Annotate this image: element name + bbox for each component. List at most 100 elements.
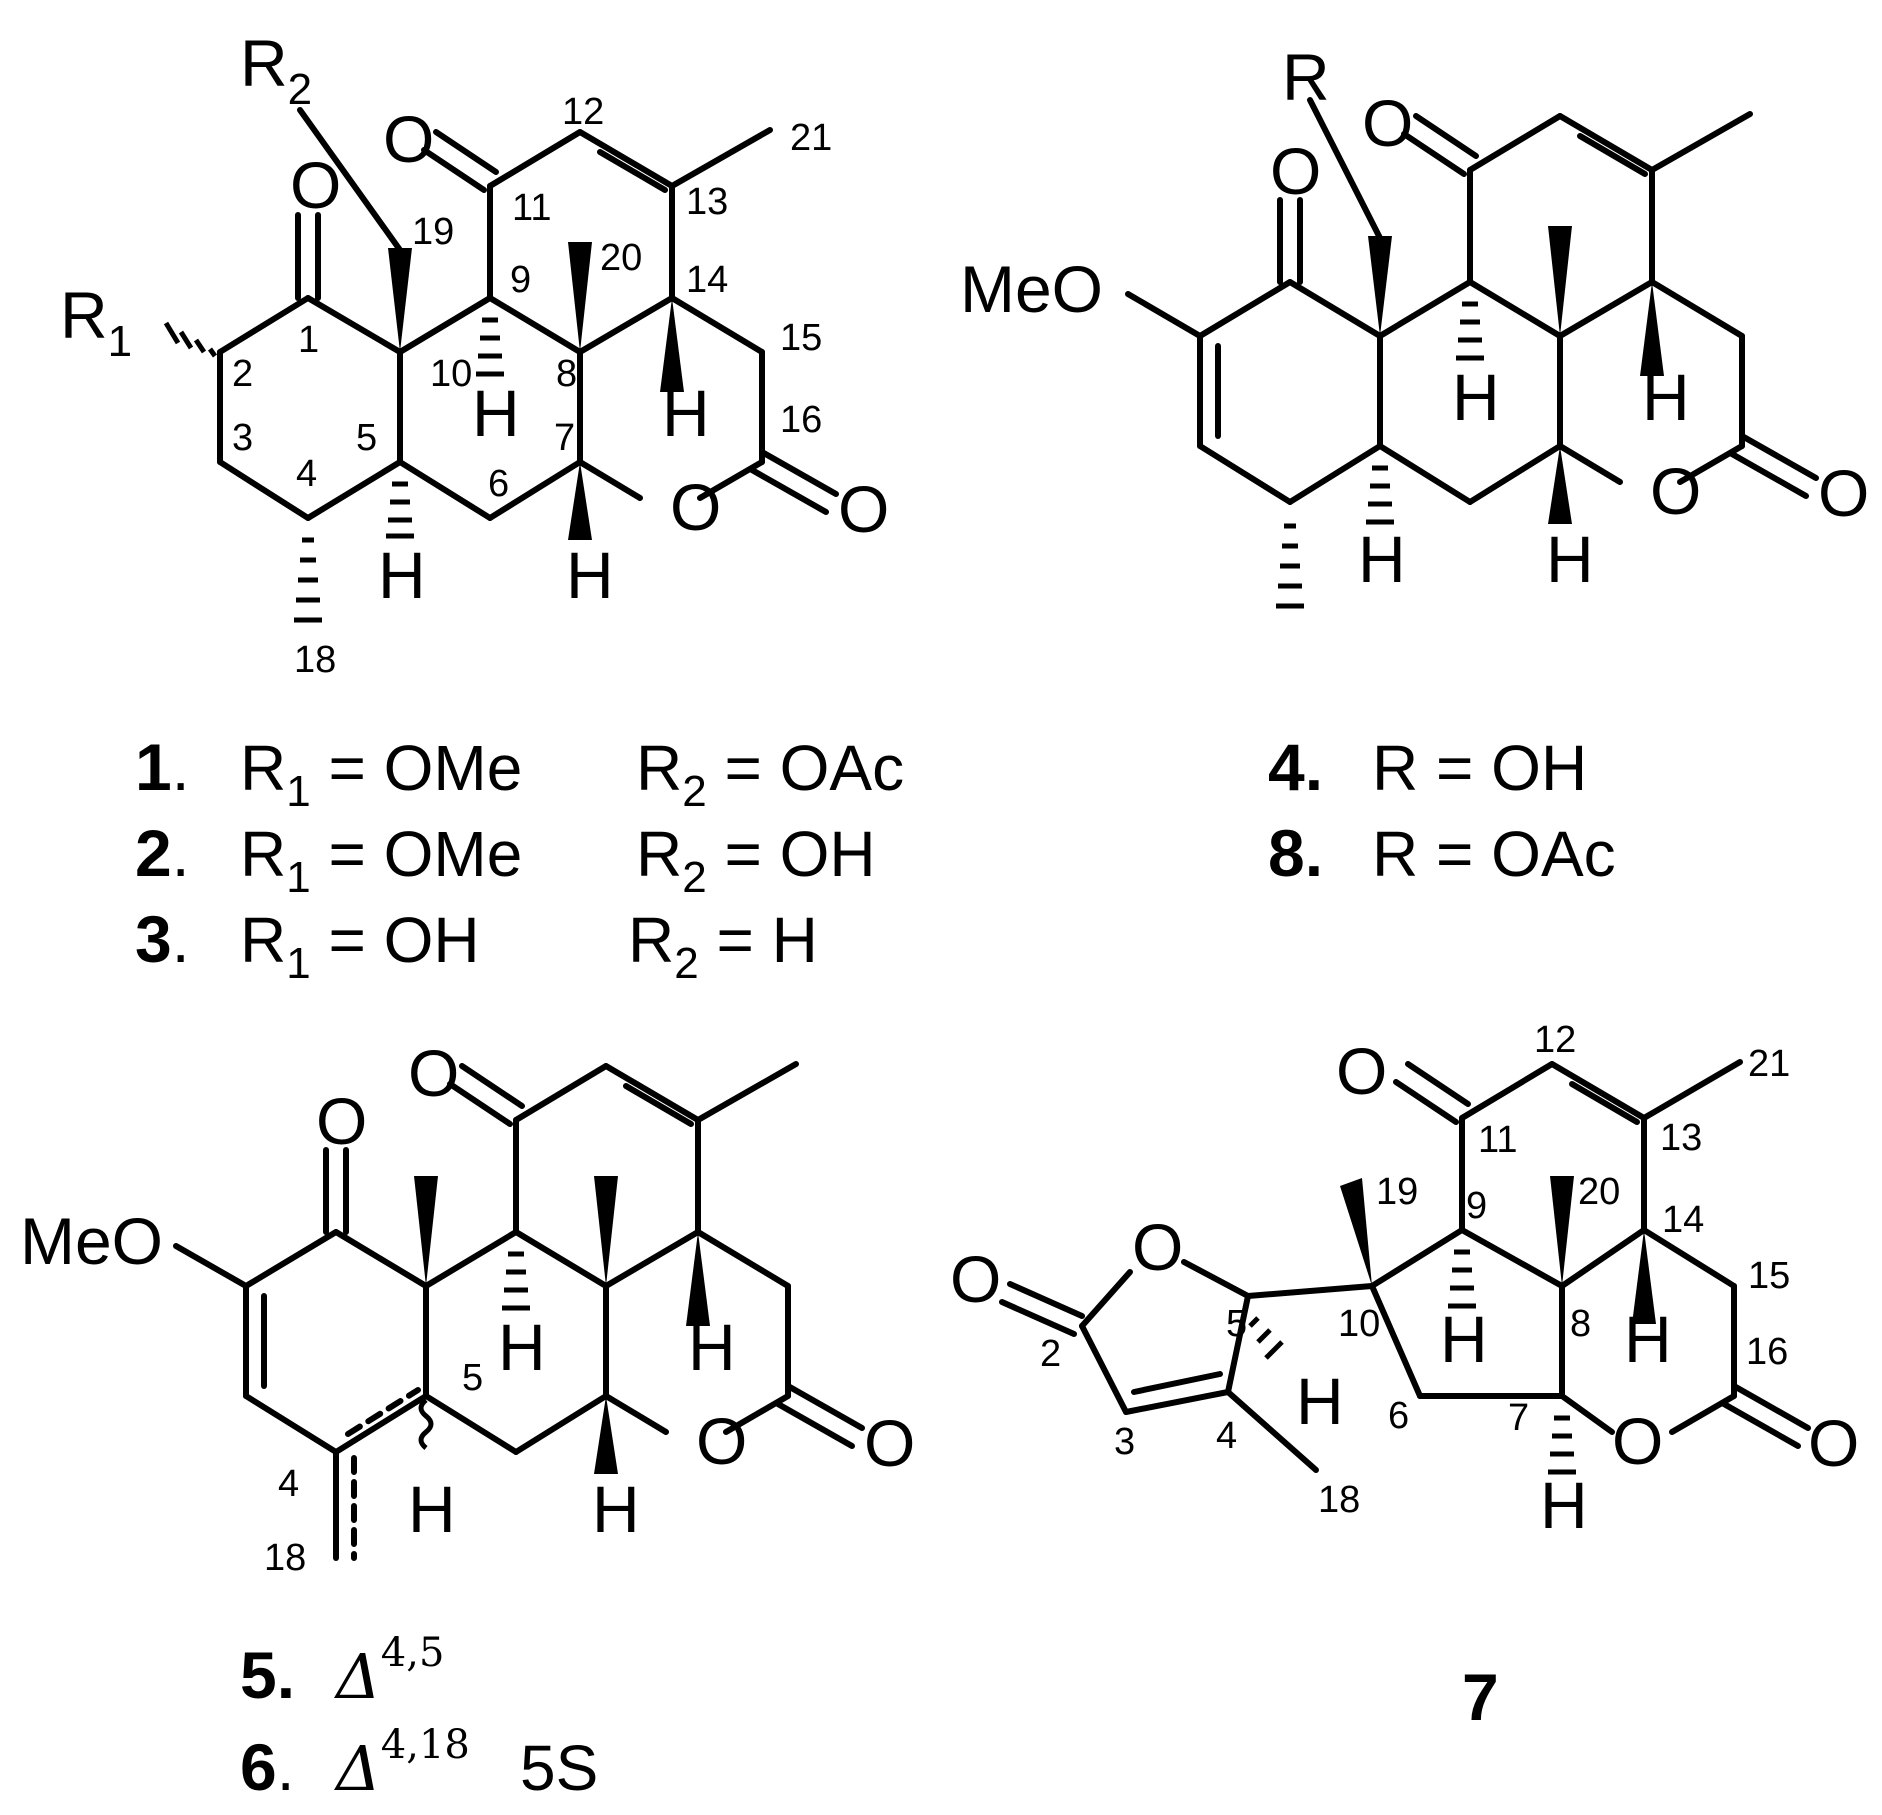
atom-number: 16 [1746, 1331, 1788, 1373]
atom-number: 18 [264, 1537, 306, 1579]
caption-row-6: 6. Δ4,18 5S [240, 1722, 598, 1805]
hashed-h-c5 [1248, 1316, 1284, 1360]
atom-number: 6 [488, 463, 509, 505]
atom-number: 4 [296, 453, 317, 495]
atom-h-c7: H [1540, 1468, 1588, 1542]
atom-h-c9: H [1440, 1302, 1488, 1376]
atom-o-c11: O [1336, 1034, 1387, 1108]
atom-number: 9 [510, 259, 531, 301]
hashed-h-c9 [476, 317, 504, 377]
structure-compounds-4-8: R O O MeO O O H H H H [960, 40, 1869, 609]
hashed-h-c5 [386, 481, 414, 539]
atom-o-c1: O [1270, 134, 1321, 208]
atom-h-c9: H [498, 1310, 546, 1384]
hashed-h-c9 [1448, 1249, 1476, 1309]
atom-h-c14: H [1642, 360, 1690, 434]
atom-number: 6 [1388, 1395, 1409, 1437]
atom-number: 11 [512, 187, 551, 229]
atom-o-c1: O [290, 148, 341, 222]
atom-number: 12 [1534, 1019, 1576, 1061]
hashed-bond-c18 [294, 537, 322, 623]
atom-o-c1: O [316, 1084, 367, 1158]
atom-number: 21 [790, 117, 832, 159]
atom-number: 16 [780, 399, 822, 441]
caption-row-1: 1. R1 = OMe R2 = OAc [135, 730, 904, 816]
structure-compounds-1-3: O O O O H H H H R1 R2 1 2 3 4 5 6 7 8 9 … [60, 26, 889, 681]
atom-number: 5 [462, 1357, 483, 1399]
atom-number: 21 [1748, 1043, 1790, 1085]
atom-h-c5: H [1358, 522, 1406, 596]
atom-number: 2 [1040, 1333, 1061, 1375]
wedge-h-c14 [1632, 1230, 1656, 1324]
atom-number: 14 [686, 259, 728, 301]
atom-number: 1 [298, 319, 319, 361]
atom-r: R [1282, 40, 1330, 114]
atom-h-c14: H [1624, 1302, 1672, 1376]
wedge-bond-c8-methyl [594, 1176, 618, 1286]
atom-h-c5: H [378, 538, 426, 612]
atom-number: 10 [1338, 1303, 1380, 1345]
hashed-bond-c2 [163, 321, 218, 358]
wedge-h-c14 [686, 1232, 710, 1326]
atom-number: 18 [294, 639, 336, 681]
atom-o-c11: O [1362, 86, 1413, 160]
atom-number: 18 [1318, 1479, 1360, 1521]
caption-compounds-4-8: 4.R = OH 8.R = OAc [1268, 730, 1616, 890]
atom-h-c14: H [662, 376, 710, 450]
atom-number: 11 [1478, 1119, 1517, 1161]
atom-o-c16: O [864, 1406, 915, 1480]
structure-compounds-5-6: O O MeO O O H H H H 4 5 18 [20, 1036, 915, 1579]
wedge-bond-c10-methyl [414, 1176, 438, 1286]
atom-number: 10 [430, 353, 472, 395]
atom-h-c5: H [1296, 1364, 1344, 1438]
caption-row-2: 2. R1 = OMe R2 = OH [135, 816, 876, 902]
wavy-bond-c5 [418, 1398, 434, 1450]
atom-h-c5: H [408, 1472, 456, 1546]
atom-number: 7 [554, 417, 575, 459]
atom-o-butenolide-ring: O [1132, 1210, 1183, 1284]
wedge-h-c7 [1548, 446, 1572, 524]
hashed-h-c7 [1548, 1415, 1576, 1475]
atom-number: 5 [1226, 1303, 1247, 1345]
atom-meo: MeO [20, 1204, 163, 1278]
atom-number: 3 [232, 417, 253, 459]
atom-h-c7: H [592, 1472, 640, 1546]
atom-h-c7: H [566, 538, 614, 612]
caption-compound-7: 7 [1462, 1660, 1499, 1734]
atom-number: 20 [600, 237, 642, 279]
atom-h-c9: H [1452, 360, 1500, 434]
atom-o-c16: O [838, 472, 889, 546]
atom-number: 13 [1660, 1117, 1702, 1159]
atom-number: 15 [780, 317, 822, 359]
atom-o-ring: O [670, 470, 721, 544]
atom-h-c14: H [688, 1310, 736, 1384]
atom-number: 19 [1376, 1171, 1418, 1213]
atom-number: 14 [1662, 1199, 1704, 1241]
atom-number: 8 [556, 353, 577, 395]
atom-o-lactone-ring: O [1612, 1404, 1663, 1478]
hashed-h-c9 [1456, 301, 1484, 361]
hashed-h-c9 [502, 1251, 530, 1311]
caption-compounds-1-3: 1. R1 = OMe R2 = OAc 2. R1 = OMe R2 = OH… [135, 730, 904, 988]
wedge-bond-c20 [1550, 1176, 1574, 1286]
atom-o-c16: O [1818, 456, 1869, 530]
wedge-bond-c20 [568, 242, 592, 352]
atom-r1: R1 [60, 278, 132, 366]
atom-o-c11: O [383, 102, 434, 176]
hashed-h-c5 [1366, 465, 1394, 525]
atom-o-ring: O [696, 1404, 747, 1478]
atom-h-c7: H [1546, 522, 1594, 596]
atom-number: 5 [356, 417, 377, 459]
atom-h-c9: H [472, 376, 520, 450]
atom-number: 15 [1748, 1255, 1790, 1297]
atom-number: 13 [686, 181, 728, 223]
structure-compound-7: O O O O O H H H H 2 3 4 5 6 7 8 9 10 11 … [950, 1019, 1859, 1542]
caption-row-8: 8.R = OAc [1268, 816, 1616, 890]
wedge-bond-c19 [1340, 1178, 1372, 1286]
atom-o-c11: O [408, 1036, 459, 1110]
hashed-bond-c4-methyl [1276, 523, 1304, 609]
atom-o-c16: O [1808, 1406, 1859, 1480]
wedge-h-c7 [594, 1396, 618, 1474]
atom-number: 2 [232, 353, 253, 395]
